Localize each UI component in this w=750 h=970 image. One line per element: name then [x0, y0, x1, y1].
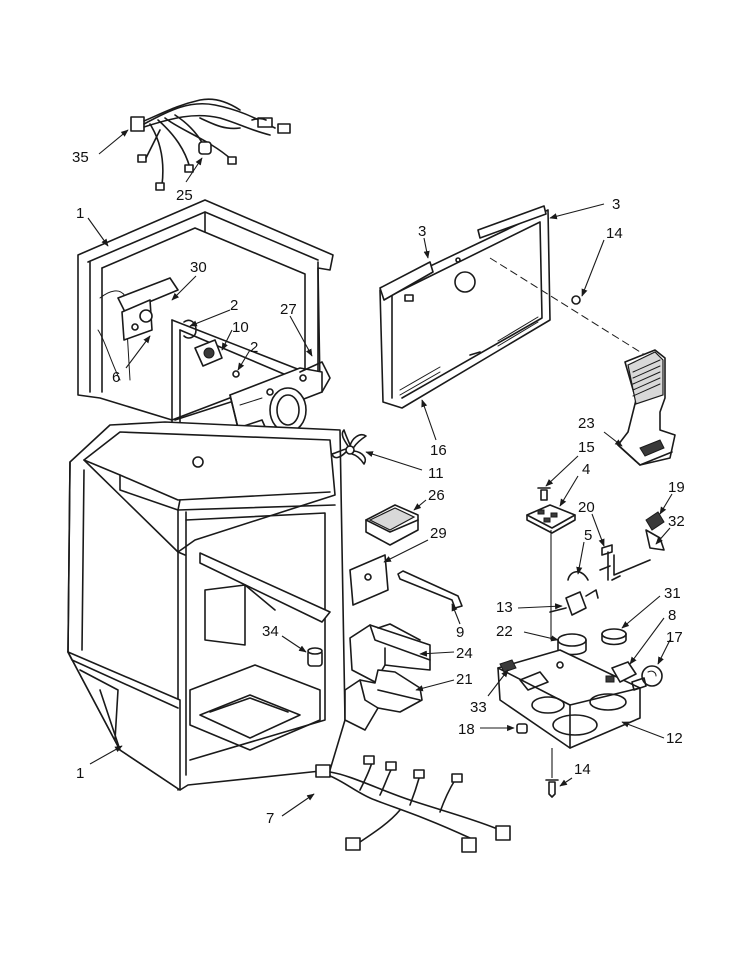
screw-14-bottom — [545, 779, 559, 798]
callout-22: 22 — [496, 623, 513, 640]
callout-3-left: 3 — [418, 223, 426, 240]
plug-18 — [516, 723, 528, 734]
callout-4: 4 — [582, 461, 590, 478]
callout-16: 16 — [430, 442, 447, 459]
fan-blade-11 — [331, 429, 367, 465]
callout-14-top: 14 — [606, 225, 623, 242]
control-housing-30 — [117, 277, 179, 313]
callout-1-top: 1 — [76, 205, 84, 222]
support-21 — [344, 669, 423, 731]
callout-27: 27 — [280, 301, 297, 318]
callout-2-a: 2 — [230, 297, 238, 314]
light-socket-8 — [605, 661, 637, 683]
callout-3-right: 3 — [612, 196, 620, 213]
callout-33: 33 — [470, 699, 487, 716]
callout-15: 15 — [578, 439, 595, 456]
fresh-food-liner — [67, 421, 346, 791]
callout-30: 30 — [190, 259, 207, 276]
gasket-strip-3b — [477, 205, 547, 239]
control-board-4 — [526, 487, 576, 534]
panel-29 — [349, 554, 389, 606]
callout-23: 23 — [578, 415, 595, 432]
callout-5: 5 — [584, 527, 592, 544]
callout-31: 31 — [664, 585, 681, 602]
callout-9: 9 — [456, 624, 464, 641]
callout-24: 24 — [456, 645, 473, 662]
assembly-line — [489, 257, 646, 356]
light-cover-26 — [365, 504, 419, 546]
harness-connector-35 — [130, 116, 145, 132]
callout-1-bottom: 1 — [76, 765, 84, 782]
callout-34: 34 — [262, 623, 279, 640]
callout-12: 12 — [666, 730, 683, 747]
evaporator-cover — [379, 205, 551, 409]
control-console-23 — [617, 349, 676, 466]
callout-25: 25 — [176, 187, 193, 204]
clip-19-and-switch-32 — [645, 511, 665, 551]
callout-20: 20 — [578, 499, 595, 516]
ring-22 — [557, 633, 587, 656]
lower-wire-harness-7 — [315, 755, 511, 853]
callout-10: 10 — [232, 319, 249, 336]
bracket-9 — [397, 570, 463, 609]
bracket-20 — [599, 544, 651, 581]
callout-6: 6 — [112, 369, 120, 386]
ring-31 — [601, 628, 627, 646]
screw-15 — [540, 489, 548, 501]
callout-14-bottom: 14 — [574, 761, 591, 778]
callout-21: 21 — [456, 671, 473, 688]
callout-7: 7 — [266, 810, 274, 827]
harness-plug-25 — [198, 141, 212, 155]
callout-18: 18 — [458, 721, 475, 738]
switch-13 — [549, 589, 599, 616]
callout-35: 35 — [72, 149, 89, 166]
callout-11: 11 — [428, 465, 444, 482]
callout-8: 8 — [668, 607, 676, 624]
light-bulb-17 — [631, 665, 663, 691]
callout-leaders — [87, 129, 673, 817]
callout-19: 19 — [668, 479, 685, 496]
callout-2-b: 2 — [250, 339, 258, 356]
callout-17: 17 — [666, 629, 683, 646]
callout-32: 32 — [668, 513, 685, 530]
base-housing-12 — [497, 649, 641, 749]
callout-13: 13 — [496, 599, 513, 616]
upper-wire-harness — [130, 98, 291, 191]
screw-14-top — [571, 295, 581, 305]
callout-26: 26 — [428, 487, 445, 504]
callout-labels: 35 25 1 30 2 27 10 2 6 3 3 14 16 23 15 4… — [72, 149, 685, 827]
freezer-liner — [77, 199, 334, 451]
callout-29: 29 — [430, 525, 447, 542]
gasket-strip-3a — [379, 261, 434, 301]
support-24 — [349, 623, 431, 683]
